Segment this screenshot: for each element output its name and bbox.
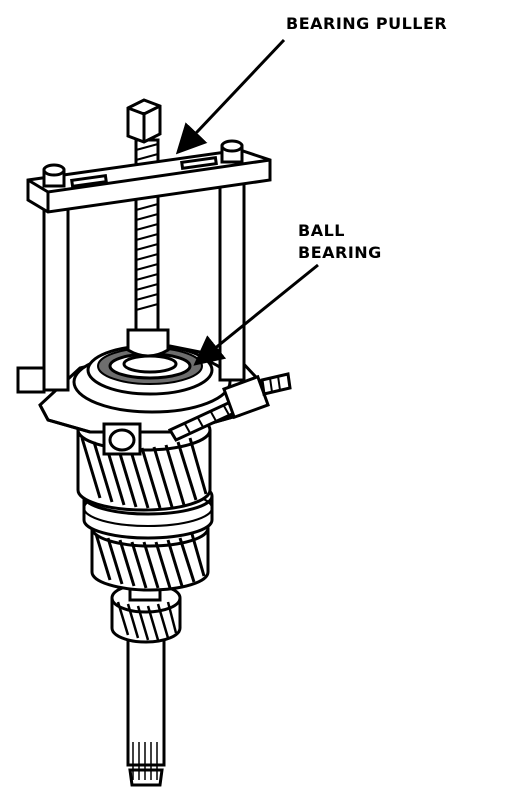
shaft-splines (132, 742, 158, 780)
ball-bearing-label-line1: BALL (298, 221, 345, 240)
puller-crossbar (26, 139, 272, 214)
screw-hex-head (126, 98, 162, 144)
bearing-puller-label: BEARING PULLER (286, 14, 448, 33)
ball-bearing-leader (193, 263, 319, 366)
side-bolt-left (16, 366, 142, 456)
output-shaft (126, 638, 166, 787)
ball-bearing-label-line2: BEARING (298, 243, 382, 262)
ball-bearing-label: BALL BEARING (298, 220, 382, 264)
side-bolt-right (167, 372, 292, 442)
bearing-puller-leader (175, 38, 286, 155)
